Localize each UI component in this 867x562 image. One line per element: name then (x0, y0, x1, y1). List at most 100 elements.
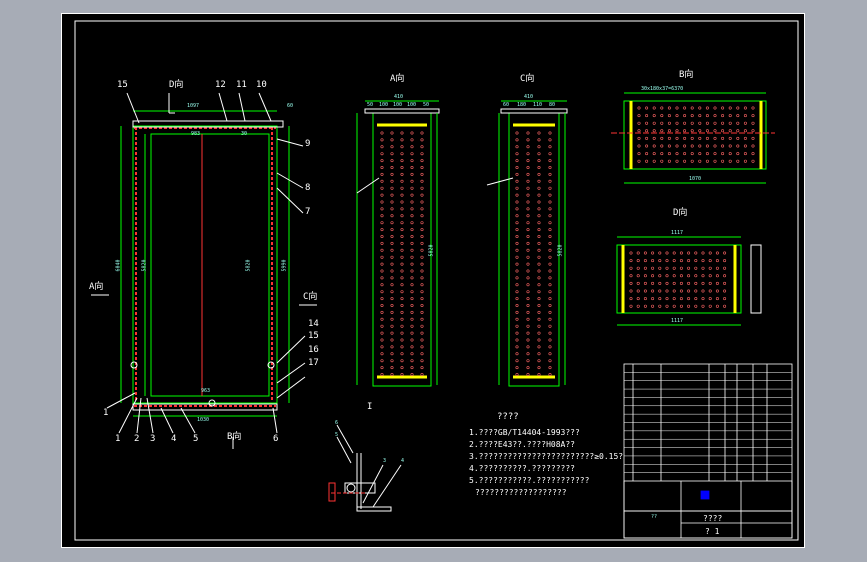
bolt-hole (701, 259, 705, 263)
bolt-hole (698, 144, 702, 148)
bolt-hole (380, 269, 384, 273)
bolt-hole (728, 144, 732, 148)
bolt-hole (380, 228, 384, 232)
bolt-hole (667, 159, 671, 163)
bolt-hole (390, 352, 394, 356)
bolt-hole (380, 248, 384, 252)
bolt-hole (515, 166, 519, 170)
callout: 17 (308, 358, 319, 368)
bracket-callout: 6 (335, 420, 339, 426)
bolt-hole (665, 289, 669, 293)
bolt-hole (390, 310, 394, 314)
bolt-hole (410, 214, 414, 218)
bolt-hole (751, 159, 755, 163)
bolt-hole (637, 121, 641, 125)
bolt-hole (705, 106, 709, 110)
a-part: 50 (423, 102, 430, 108)
bolt-hole (687, 259, 691, 263)
bolt-hole (410, 310, 414, 314)
c-long-dim: 5820 (557, 244, 564, 257)
bolt-hole (660, 136, 664, 140)
bolt-hole (679, 251, 683, 255)
bolt-hole (645, 152, 649, 156)
bolt-hole (705, 159, 709, 163)
bolt-hole (713, 152, 717, 156)
bolt-hole (380, 186, 384, 190)
bolt-hole (708, 289, 712, 293)
a-part: 100 (407, 102, 417, 108)
bolt-hole (658, 274, 662, 278)
bolt-hole (400, 283, 404, 287)
bolt-hole (690, 136, 694, 140)
bolt-hole (515, 172, 519, 176)
bolt-hole (708, 266, 712, 270)
bolt-hole (537, 186, 541, 190)
callout: 15 (308, 331, 319, 341)
bolt-hole (751, 144, 755, 148)
bolt-hole (629, 304, 633, 308)
bolt-hole (679, 281, 683, 285)
bolt-hole (698, 114, 702, 118)
drawing-sheet: D向 A向 C向 B向 D向 A向 C向 B向 15 12 11 10 9 8 … (61, 13, 805, 548)
bolt-hole (643, 304, 647, 308)
bolt-hole (672, 289, 676, 293)
bolt-hole (420, 138, 424, 142)
bolt-hole (636, 274, 640, 278)
bolt-hole (736, 129, 740, 133)
bolt-hole (694, 266, 698, 270)
callout: 16 (308, 345, 319, 355)
bolt-hole (515, 290, 519, 294)
bolt-hole (410, 145, 414, 149)
d-top-dim: 1117 (671, 230, 684, 236)
bolt-hole (380, 262, 384, 266)
bolt-hole (743, 136, 747, 140)
bolt-hole (651, 304, 655, 308)
bolt-hole (651, 259, 655, 263)
c-part: 180 (517, 102, 527, 108)
bolt-hole (400, 276, 404, 280)
bolt-hole (380, 359, 384, 363)
bolt-hole (743, 152, 747, 156)
bolt-hole (687, 281, 691, 285)
bolt-hole (410, 345, 414, 349)
bolt-hole (400, 262, 404, 266)
bolt-hole (420, 159, 424, 163)
bolt-hole (410, 317, 414, 321)
bolt-hole (694, 289, 698, 293)
bolt-hole (643, 274, 647, 278)
bolt-hole (420, 131, 424, 135)
bolt-hole (643, 266, 647, 270)
bolt-hole (537, 283, 541, 287)
bolt-hole (705, 114, 709, 118)
bolt-hole (515, 366, 519, 370)
bolt-hole (420, 255, 424, 259)
bolt-hole (420, 241, 424, 245)
bolt-hole (537, 303, 541, 307)
bolt-hole (721, 152, 725, 156)
bolt-hole (548, 207, 552, 211)
bolt-hole (705, 136, 709, 140)
bracket-callout: 4 (401, 458, 405, 464)
bolt-hole (715, 289, 719, 293)
bolt-hole (410, 366, 414, 370)
bolt-hole (380, 172, 384, 176)
bolt-hole (380, 214, 384, 218)
bolt-hole (636, 289, 640, 293)
bolt-hole (400, 324, 404, 328)
bolt-hole (665, 274, 669, 278)
bolt-hole (526, 159, 530, 163)
bolt-hole (701, 251, 705, 255)
bolt-hole (390, 207, 394, 211)
bolt-hole (713, 136, 717, 140)
bolt-hole (515, 338, 519, 342)
bolt-hole (694, 297, 698, 301)
bolt-hole (687, 274, 691, 278)
callout: 8 (305, 183, 311, 193)
bolt-hole (526, 193, 530, 197)
note-line: 1.????GB/T14404-1993??? (469, 428, 580, 437)
bolt-hole (420, 317, 424, 321)
bolt-hole (537, 172, 541, 176)
bolt-hole (672, 297, 676, 301)
bolt-hole (420, 345, 424, 349)
bolt-hole (667, 136, 671, 140)
